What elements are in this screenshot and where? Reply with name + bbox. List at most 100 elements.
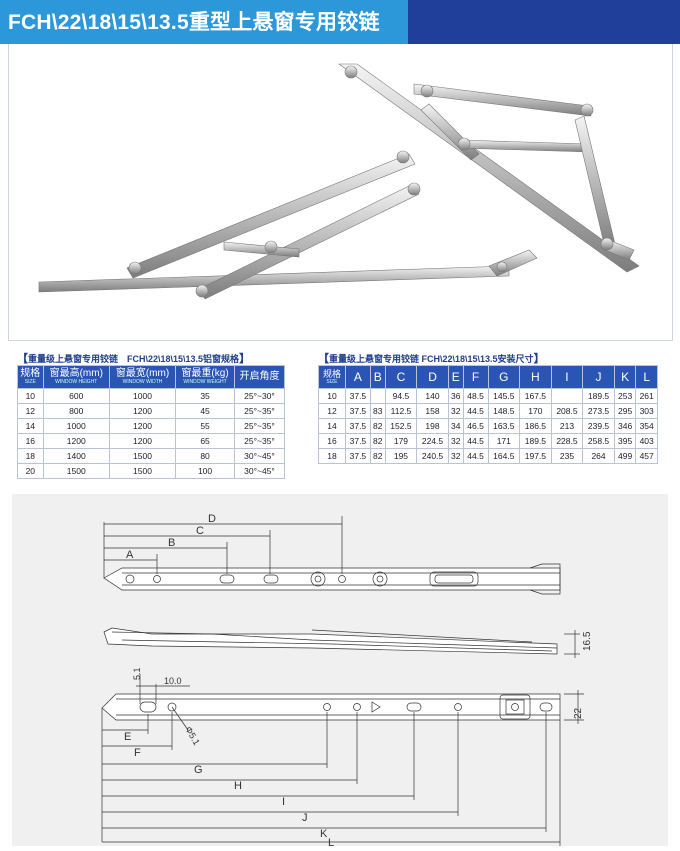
table-cell: 30°~45° [233,463,286,479]
table-cell: 170 [519,403,552,419]
table-cell [369,388,386,404]
install-table-header-cell: J [582,365,615,389]
table-cell: 800 [42,403,110,419]
dim-label-j: J [302,812,308,824]
table-cell: 112.5 [384,403,418,419]
table-cell: 82 [369,448,386,464]
table-cell: 37.5 [344,433,371,449]
table-cell: 25°~35° [233,403,286,419]
table-cell: 10 [17,388,44,404]
header-label: 开启角度 [239,371,280,382]
dim-label-g: G [194,764,203,776]
table-cell: 395 [613,433,637,449]
spec-table-header-cell: 窗最重(kg)WINDOW WEIGHT [175,365,235,389]
install-table-header-cell: B [369,365,386,389]
dim-label-slot-length: 10.0 [164,676,182,686]
dim-label-l: L [328,837,334,846]
install-table-header-cell: L [635,365,658,389]
hinge-left [38,150,538,300]
table-cell: 80 [175,448,235,464]
dimension-drawing: D C B A 16.5 [101,513,593,849]
table-cell: 1500 [108,463,177,479]
table-cell: 457 [635,448,658,464]
table1-title-text: 重量级上悬窗专用铰链 FCH\22\18\15\13.5铝窗规格 [28,354,240,364]
table-cell: 25°~35° [233,418,286,434]
spec-table-header-cell: 窗最高(mm)WINDOW HEIGHT [42,365,110,389]
table-cell: 1000 [108,388,177,404]
dim-label-i: I [282,796,285,808]
dim-label-slot-width: 5.1 [132,667,142,680]
table2-title: 【重量级上悬窗专用铰链 FCH\22\18\15\13.5安装尺寸】 [318,353,545,365]
table-cell: 32 [447,403,464,419]
table-cell: 354 [635,418,658,434]
dim-label-e: E [124,731,131,743]
header-label: I [565,370,569,384]
header-label: 规格 [322,369,341,379]
table-cell: 228.5 [550,433,584,449]
table-cell: 224.5 [416,433,449,449]
table-cell: 14 [318,418,346,434]
header-label: L [643,370,651,384]
table-cell: 164.5 [487,448,521,464]
table-cell: 65 [175,433,235,449]
hinge-right [338,63,640,273]
dim-label-k: K [320,828,328,840]
table-cell: 197.5 [519,448,552,464]
table-cell: 82 [369,418,386,434]
header-sublabel: SIZE [24,379,36,385]
dim-label-height: 22 [573,707,584,719]
table-cell: 37.5 [344,403,371,419]
page-title: FCH\22\18\15\13.5重型上悬窗专用铰链 [8,11,380,34]
table-cell: 55 [175,418,235,434]
table-cell: 82 [369,433,386,449]
table-cell: 198 [416,418,449,434]
table-cell: 261 [635,388,658,404]
header-label: E [451,370,460,384]
table-cell: 100 [175,463,235,479]
install-table-header-cell: K [613,365,637,389]
header-label: 规格 [20,368,41,379]
header-label: A [353,370,362,384]
table-cell: 258.5 [582,433,615,449]
spec-table-header-cell: 窗最宽(mm)WINDOW WIDTH [108,365,177,389]
table-cell: 37.5 [344,418,371,434]
table-cell: 145.5 [487,388,521,404]
install-table-header-cell: F [462,365,489,389]
header-label: D [428,370,437,384]
page-header: FCH\22\18\15\13.5重型上悬窗专用铰链 [0,0,680,44]
header-sublabel: WINDOW WIDTH [122,379,163,385]
table-cell: 1200 [42,433,110,449]
header-sublabel: SIZE [326,379,338,385]
header-label: K [621,370,630,384]
table-cell: 499 [613,448,637,464]
table-cell: 239.5 [582,418,615,434]
header-label: 窗最重(kg) [181,368,229,379]
table-cell: 179 [384,433,418,449]
table-cell: 295 [613,403,637,419]
table-cell: 1200 [108,403,177,419]
table-cell: 264 [582,448,615,464]
table-cell: 213 [550,418,584,434]
table-cell: 44.5 [462,448,489,464]
table-cell: 1500 [108,448,177,464]
table-cell: 167.5 [519,388,552,404]
table-cell: 208.5 [550,403,584,419]
dim-label-d: D [208,513,216,525]
top-view: D C B A [103,513,561,595]
header-label: 窗最宽(mm) [115,368,170,379]
table-cell: 240.5 [416,448,449,464]
table-cell: 94.5 [384,388,418,404]
table-cell: 14 [17,418,44,434]
